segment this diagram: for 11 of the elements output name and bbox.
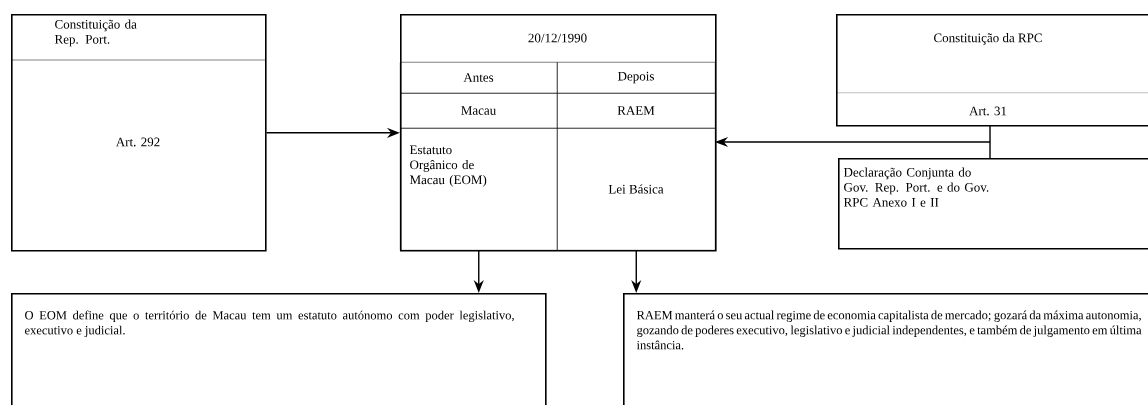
- table-cell: Depois: [557, 62, 716, 94]
- table-cell: RAEM: [557, 93, 716, 129]
- document-box: Constituição da Rep. Port. Art. 292: [10, 14, 267, 252]
- table-cell: Macau: [400, 93, 558, 129]
- table-cell: Lei Básica: [557, 128, 716, 251]
- table-cell: Antes: [400, 62, 558, 94]
- table-cell: Estatuto Orgânico de Macau (EOM): [400, 128, 558, 251]
- document-box: Constituição da RPC Art. 31: [835, 14, 1148, 127]
- text-box: O EOM define que o território de Macau tem um estatuto autónomo com poder legislativo, executivo e judicial.: [11, 293, 547, 405]
- text-box: RAEM manterá o seu actual regime de economia capitalista de mercado; gozará da máxima autonomia, gozando de poderes executivo, legislativo e judicial independentes, e também de julgamento em última instância.: [623, 293, 1148, 405]
- text-box: Declaração Conjunta do Gov. Rep. Port. e do Gov. RPC Anexo I e II: [838, 158, 1148, 250]
